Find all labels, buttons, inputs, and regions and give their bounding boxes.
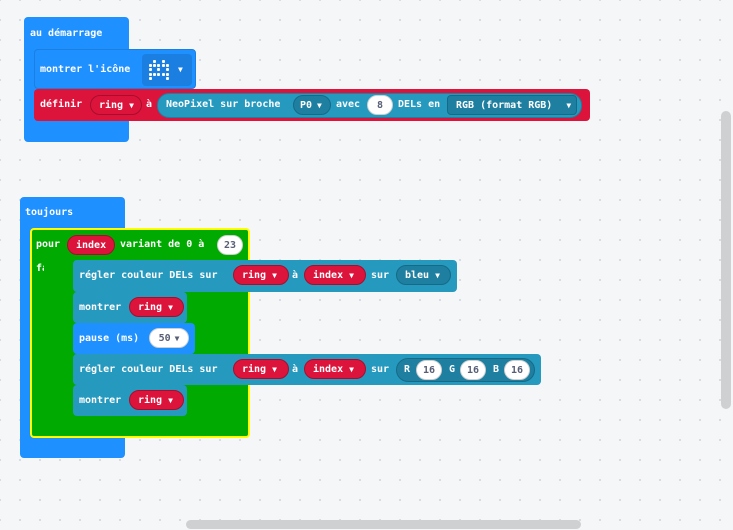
space-invader-icon [147,58,171,82]
set-pixel-strip-dropdown[interactable]: ring ▼ [233,359,289,379]
color-value: bleu [405,270,430,281]
led-count-value: 8 [376,100,384,111]
pause-label: pause (ms) [79,333,140,344]
pause-input[interactable]: 50▼ [149,328,189,348]
forever-label: toujours [25,207,74,218]
strip-name: ring [138,302,163,313]
to-label: à [146,99,153,110]
set-variable-dropdown[interactable]: ring ▼ [90,95,142,115]
set-pixel-index[interactable]: index ▼ [304,359,366,379]
show-strip-dropdown[interactable]: ring ▼ [129,390,184,410]
chevron-down-icon: ▼ [168,396,173,405]
for-variable[interactable]: index [67,235,115,255]
strip-name: ring [138,395,163,406]
b-label: B [493,364,500,375]
on-start-label: au démarrage [30,28,103,39]
g-value: 16 [466,365,480,376]
to-label: à [292,364,299,375]
mode-value: RGB (format RGB) [456,100,553,111]
chevron-down-icon: ▼ [168,303,173,312]
pin-value: P0 [300,100,313,111]
for-variable-name: index [76,240,107,251]
neopixel-label: NeoPixel sur broche [166,99,281,110]
g-input[interactable]: 16 [460,360,486,380]
set-pixel-label: régler couleur DELs sur [79,364,218,375]
on-label: sur [371,364,390,375]
index-name: index [313,364,344,375]
to-label: à [292,270,299,281]
strip-name: ring [242,364,267,375]
r-value: 16 [422,365,436,376]
pin-dropdown[interactable]: P0 ▼ [293,95,331,115]
chevron-down-icon: ▼ [129,101,134,110]
set-pixel-label: régler couleur DELs sur [79,270,218,281]
show-label: montrer [79,302,122,313]
index-name: index [313,270,344,281]
chevron-down-icon: ▼ [272,365,277,374]
range-end-value: 23 [223,240,237,251]
chevron-down-icon: ▼ [174,334,180,343]
r-input[interactable]: 16 [416,360,442,380]
leds-in-label: DELs en [398,99,441,110]
mode-dropdown[interactable]: RGB (format RGB) ▼ [447,95,577,115]
set-pixel-strip-dropdown[interactable]: ring ▼ [233,265,289,285]
led-count-input[interactable]: 8 [367,95,393,115]
chevron-down-icon: ▼ [178,65,183,74]
show-icon-label: montrer l'icône [40,64,131,75]
chevron-down-icon: ▼ [349,271,354,280]
pause-value: 50 [158,333,171,344]
chevron-down-icon: ▼ [349,365,354,374]
on-label: sur [371,270,390,281]
range-end-input[interactable]: 23 [217,235,243,255]
b-input[interactable]: 16 [504,360,530,380]
strip-name: ring [242,270,267,281]
set-pixel-index[interactable]: index ▼ [304,265,366,285]
g-label: G [449,364,456,375]
show-label: montrer [79,395,122,406]
chevron-down-icon: ▼ [272,271,277,280]
vertical-scrollbar[interactable] [721,111,731,409]
chevron-down-icon: ▼ [566,101,572,110]
for-label: pour [36,239,61,250]
chevron-down-icon: ▼ [317,101,322,110]
horizontal-scrollbar[interactable] [186,520,581,529]
color-dropdown[interactable]: bleu ▼ [396,265,451,285]
set-label: définir [40,99,83,110]
b-value: 16 [510,365,524,376]
show-strip-dropdown[interactable]: ring ▼ [129,297,184,317]
chevron-down-icon: ▼ [435,271,440,280]
r-label: R [404,364,411,375]
set-variable-name: ring [99,100,124,111]
range-label: variant de 0 à [120,239,205,250]
with-label: avec [336,99,361,110]
